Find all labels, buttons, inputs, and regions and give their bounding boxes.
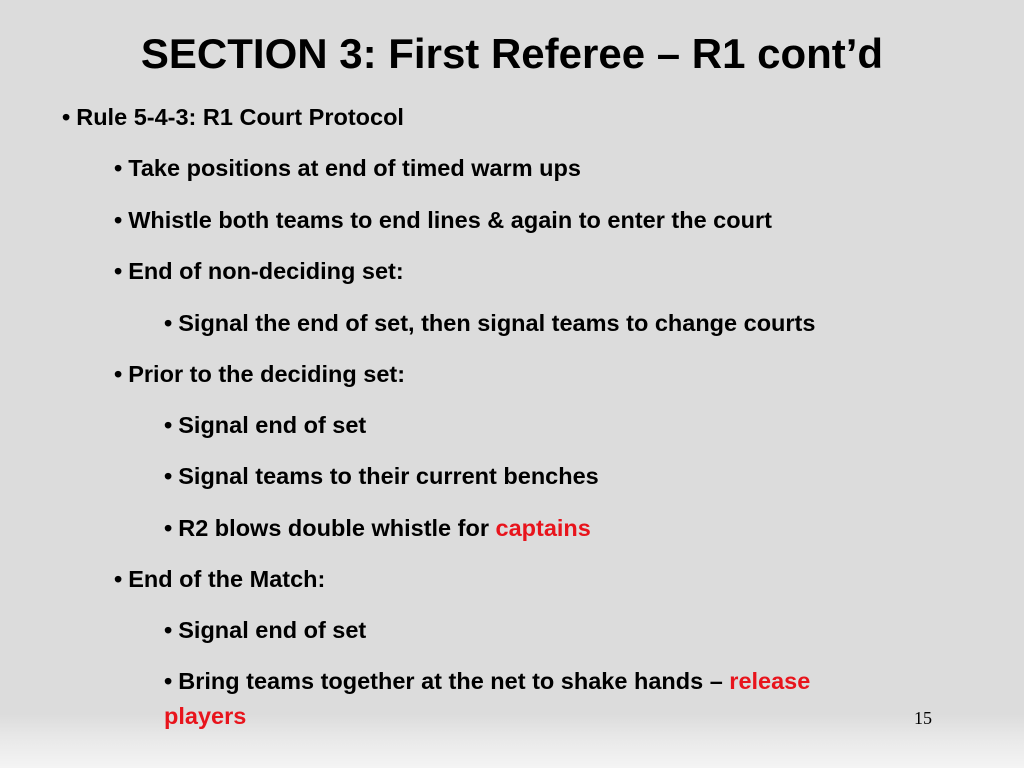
bullet-icon: • [164, 412, 173, 438]
bullet-text: R2 blows double whistle for [178, 515, 496, 541]
bullet-icon: • [164, 310, 173, 336]
bullet-item: •Signal teams to their current benches [164, 462, 599, 490]
slide-title: SECTION 3: First Referee – R1 cont’d [140, 30, 884, 77]
highlight-text: release [729, 668, 811, 694]
bullet-icon: • [164, 668, 173, 694]
bullet-text: End of the Match: [128, 566, 326, 592]
bullet-text: Signal teams to their current benches [178, 463, 599, 489]
highlight-text: captains [495, 515, 591, 541]
bullet-item: •Bring teams together at the net to shak… [164, 667, 810, 695]
bullet-item: •Signal end of set [164, 411, 366, 439]
bullet-icon: • [164, 617, 173, 643]
bullet-item: •End of the Match: [114, 565, 325, 593]
bullet-text: Signal the end of set, then signal teams… [178, 310, 816, 336]
bullet-icon: • [164, 463, 173, 489]
bullet-text: Bring teams together at the net to shake… [178, 668, 730, 694]
bullet-text: Signal end of set [178, 412, 367, 438]
bullet-item: •Prior to the deciding set: [114, 360, 405, 388]
bullet-item: •Signal the end of set, then signal team… [164, 309, 815, 337]
bullet-item: •Rule 5-4-3: R1 Court Protocol [62, 103, 404, 131]
bullet-item: •R2 blows double whistle for captains [164, 514, 591, 542]
bullet-icon: • [114, 155, 123, 181]
bullet-item: •Signal end of set [164, 616, 366, 644]
highlight-continuation: players [164, 703, 247, 729]
bullet-icon: • [114, 258, 123, 284]
bullet-text: End of non-deciding set: [128, 258, 404, 284]
bullet-text: Prior to the deciding set: [128, 361, 406, 387]
bullet-text: Whistle both teams to end lines & again … [128, 207, 772, 233]
bullet-text: Rule 5-4-3: R1 Court Protocol [76, 104, 404, 130]
bullet-text: Take positions at end of timed warm ups [128, 155, 581, 181]
bullet-item: •Take positions at end of timed warm ups [114, 154, 581, 182]
bullet-icon: • [114, 207, 123, 233]
bullet-icon: • [164, 515, 173, 541]
bullet-text: Signal end of set [178, 617, 367, 643]
bullet-icon: • [62, 104, 71, 130]
bullet-icon: • [114, 566, 123, 592]
bullet-icon: • [114, 361, 123, 387]
bullet-item: •End of non-deciding set: [114, 257, 404, 285]
bullet-item: •Whistle both teams to end lines & again… [114, 206, 772, 234]
page-number: 15 [914, 708, 932, 728]
